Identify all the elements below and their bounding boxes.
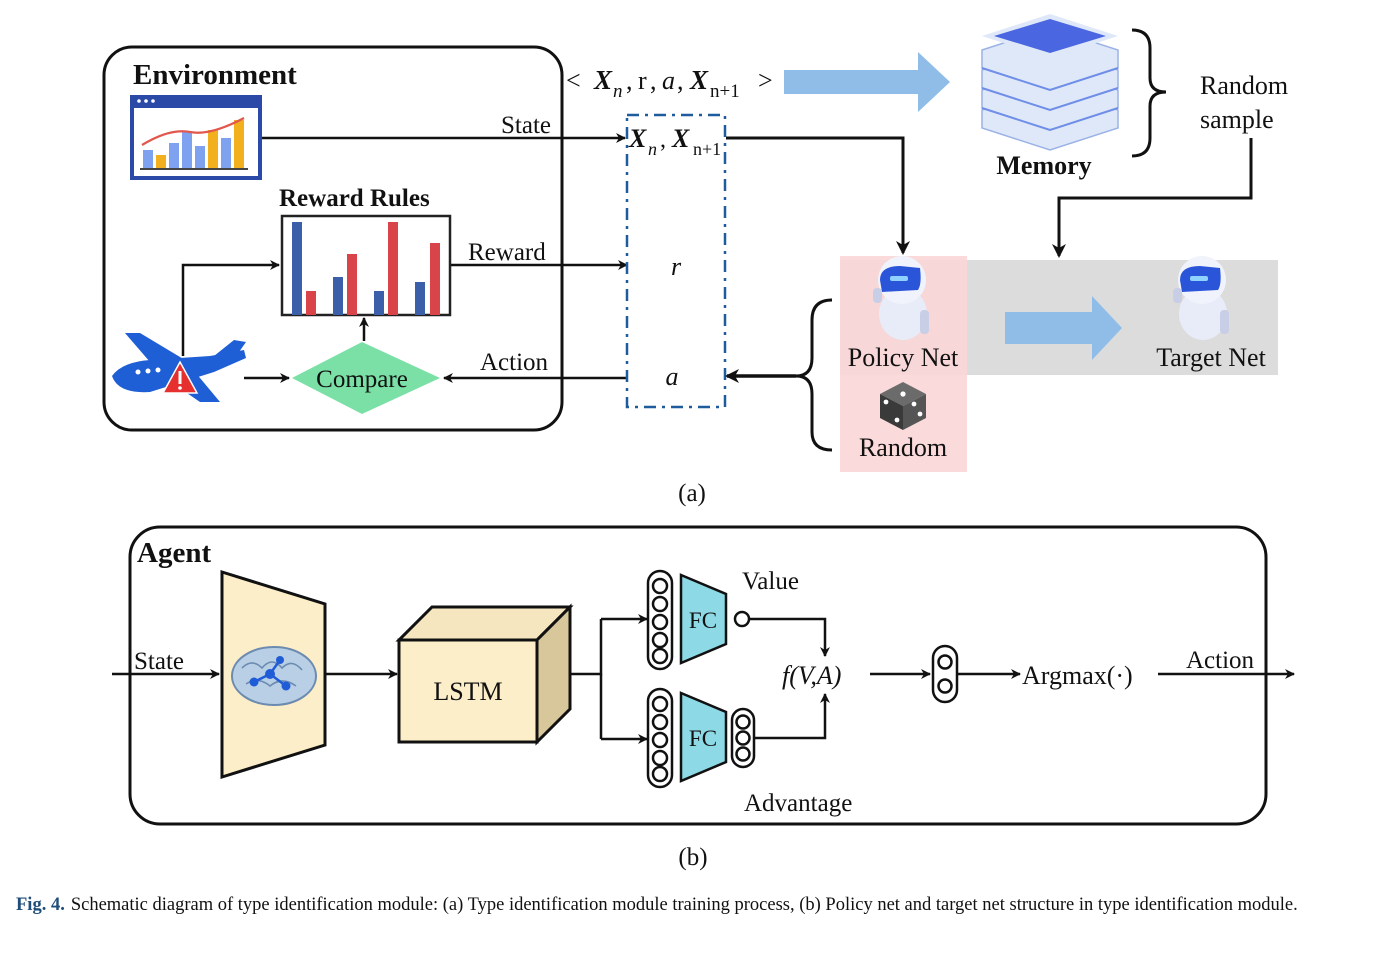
random-sample-arrow [1052,138,1253,258]
figure-caption: Fig. 4.Schematic diagram of type identif… [16,893,1384,918]
buffer-state: X n , X n+1 [628,124,721,159]
node [651,749,669,767]
policy-random-bracket [795,298,833,452]
svg-text:,: , [660,127,666,153]
node [651,613,669,631]
node [735,714,751,730]
fc-top-layer [679,573,728,665]
node [937,678,953,694]
node [651,631,669,649]
agent-title: Agent [137,537,211,569]
reward-label: Reward [468,239,546,266]
environment-box [102,45,564,432]
svg-text:a: a [662,66,675,95]
svg-text:,: , [626,66,633,95]
svg-text:n: n [648,139,657,159]
panel-a: Environment Reward Rules [102,14,1288,507]
value-arrow [749,617,830,657]
node [735,730,751,746]
reward-rules-chart [280,214,452,317]
lstm-label: LSTM [433,677,502,706]
state-label: State [501,112,551,139]
svg-text:X: X [628,124,647,153]
advantage-label: Advantage [744,790,852,817]
target-net-label: Target Net [1156,343,1266,372]
figure-label: Fig. 4. [16,895,65,915]
svg-text:X: X [689,65,709,95]
fc-bottom-layer [679,691,728,783]
policy-net-label: Policy Net [848,343,959,372]
svg-text:X: X [593,65,613,95]
svg-text:,: , [650,66,657,95]
agent-box [128,525,1268,826]
random-label: Random [859,433,947,462]
caption-text: Schematic diagram of type identification… [70,895,1298,915]
svg-text:n: n [613,81,623,102]
dice-icon [880,382,926,430]
random-sample-line2: sample [1200,105,1274,134]
lstm-block [395,603,574,746]
airplane-to-reward-arrow [181,260,280,356]
brain-network-icon [231,646,317,706]
compare-diamond [292,342,440,414]
memory-stack-icon [981,14,1119,151]
svg-text:n+1: n+1 [693,139,721,159]
transition-buffer [625,113,727,409]
svg-text:<: < [566,66,581,95]
node [651,577,669,595]
agent-action-label: Action [1186,647,1255,674]
node [651,695,669,713]
node [651,713,669,731]
transition-tuple: < X n , r , a , X n+1 > [566,65,773,102]
reward-rules-title: Reward Rules [279,185,430,212]
environment-title: Environment [133,59,297,91]
panel-b: Agent State LSTM [112,525,1295,871]
airplane-warning-icon [112,333,246,402]
node [651,595,669,613]
policy-net-robot-icon [873,256,929,340]
fc-bottom-label: FC [689,726,717,751]
node [937,654,953,670]
svg-text:X: X [671,124,690,153]
lstm-split-line [570,619,603,676]
random-sample-line1: Random [1200,71,1288,100]
tuple-to-memory-arrow [784,52,950,112]
value-label: Value [742,568,799,595]
action-label: Action [480,349,549,376]
argmax-label: Argmax(·) [1022,661,1133,690]
buffer-reward: r [671,252,682,281]
policy-to-target-arrow [1005,296,1122,360]
node [651,647,669,665]
node [651,731,669,749]
buffer-action: a [666,362,679,391]
advantage-arrow [755,693,830,740]
memory-brace [1131,28,1167,158]
memory-label: Memory [996,151,1091,180]
target-net-robot-icon [1173,256,1229,340]
node [651,765,669,783]
agent-state-label: State [134,648,184,675]
value-node [733,610,751,628]
compare-label: Compare [316,366,408,393]
chart-window-icon [130,95,262,180]
node [735,746,751,762]
panel-a-sublabel: (a) [678,480,706,507]
svg-text:n+1: n+1 [710,81,740,102]
svg-text:>: > [758,66,773,95]
panel-b-sublabel: (b) [678,844,707,871]
svg-text:,: , [677,66,684,95]
svg-text:r: r [638,66,647,95]
fva-label: f(V,A) [782,661,841,690]
buffer-to-policy-arrow [726,136,910,255]
fc-top-label: FC [689,608,717,633]
